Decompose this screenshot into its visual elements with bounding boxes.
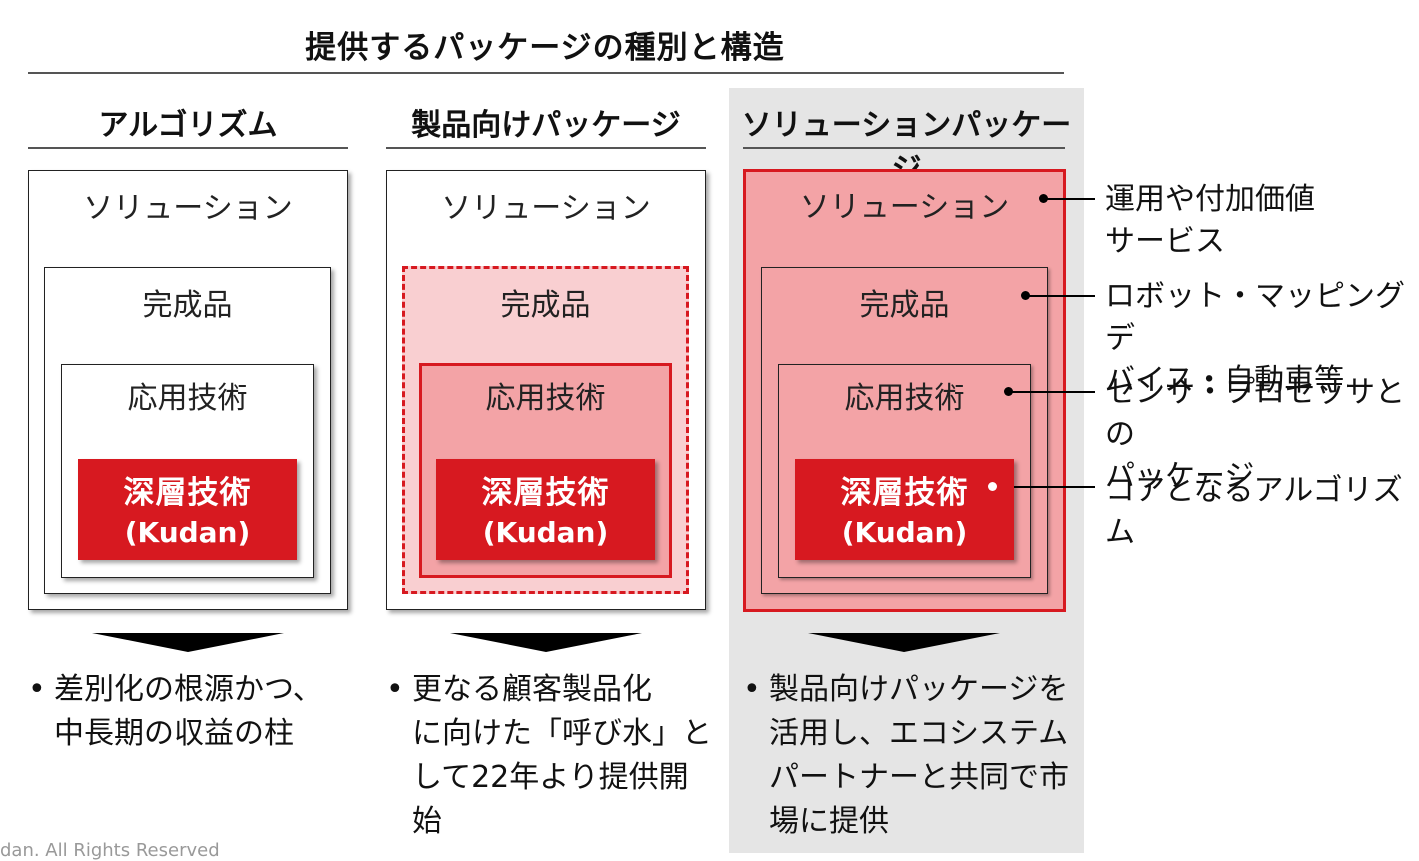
bullet-solution-package: • 製品向けパッケージを 活用し、エコシステム パートナーと共同で市 場に提供	[743, 668, 1083, 844]
application-layer-label: 応用技術	[485, 381, 606, 416]
solution-layer-label: ソリューション	[799, 190, 1010, 225]
page-title: 提供するパッケージの種別と構造	[305, 30, 785, 66]
copyright-footer: dan. All Rights Reserved	[0, 840, 220, 861]
product-layer-box: 完成品	[761, 267, 1048, 594]
bullet-algorithm: • 差別化の根源かつ、 中長期の収益の柱	[28, 668, 358, 756]
column-header-solution-package: ソリューションパッケージ	[741, 108, 1072, 187]
column-header-product-package: 製品向けパッケージ	[411, 108, 681, 143]
application-layer-box: 応用技術	[778, 364, 1031, 578]
core-technology-box: 深層技術 (Kudan)	[78, 459, 297, 560]
bullet-dot: •	[743, 672, 761, 707]
core-technology-label: 深層技術	[123, 475, 252, 511]
callout-core-algorithm: コアとなるアルゴリズム	[1105, 473, 1403, 550]
title-divider	[28, 72, 1064, 74]
bullet-product-package: • 更なる顧客製品化 に向けた「呼び水」と して22年より提供開 始	[386, 668, 716, 844]
core-technology-company: (Kudan)	[841, 516, 968, 549]
application-layer-label: 応用技術	[127, 381, 248, 416]
callout-device: ロボット・マッピングデ バイス・自動車等	[1105, 279, 1405, 398]
callout-dot	[988, 482, 997, 491]
callout-connector	[1012, 391, 1095, 393]
solution-layer-label: ソリューション	[441, 191, 651, 226]
column-header-divider	[28, 147, 348, 149]
callout-sensor-package: センサ・プロセッサとの パッケージ	[1105, 375, 1405, 494]
callout-dot	[1039, 194, 1048, 203]
bullet-dot: •	[28, 672, 46, 707]
product-layer-label: 完成品	[500, 288, 591, 323]
callout-dot	[1004, 387, 1013, 396]
callout-connector	[1029, 295, 1095, 297]
down-arrow-icon	[808, 633, 1000, 652]
callout-service: 運用や付加価値 サービス	[1105, 182, 1315, 259]
product-layer-label: 完成品	[859, 288, 950, 323]
product-layer-label: 完成品	[142, 288, 233, 323]
down-arrow-icon	[92, 633, 284, 652]
application-layer-label: 応用技術	[844, 381, 965, 416]
core-technology-box: 深層技術 (Kudan)	[795, 459, 1014, 560]
core-technology-company: (Kudan)	[482, 516, 609, 549]
core-technology-box: 深層技術 (Kudan)	[436, 459, 655, 560]
solution-layer-label: ソリューション	[83, 191, 293, 226]
bullet-dot: •	[386, 672, 404, 707]
column-header-algorithm: アルゴリズム	[98, 108, 278, 143]
callout-connector	[1047, 198, 1095, 200]
callout-dot	[1021, 291, 1030, 300]
core-technology-company: (Kudan)	[124, 516, 251, 549]
column-header-divider	[386, 147, 706, 149]
callout-connector	[1014, 486, 1095, 488]
down-arrow-icon	[450, 633, 642, 652]
core-technology-label: 深層技術	[840, 475, 969, 511]
column-header-divider	[743, 147, 1065, 149]
core-technology-label: 深層技術	[481, 475, 610, 511]
